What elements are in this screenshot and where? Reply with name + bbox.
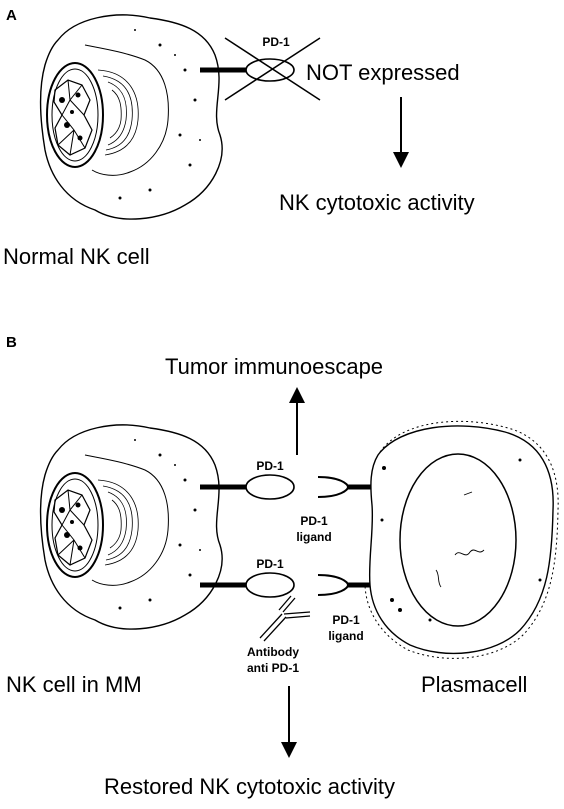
panel-b-letter: B (6, 334, 17, 351)
normal-nk-cell-drawing (39, 13, 224, 221)
antibody-label-line1: Antibody (247, 645, 299, 659)
tumor-immunoescape-label: Tumor immunoescape (165, 354, 383, 379)
nk-cell-in-mm-caption: NK cell in MM (6, 672, 142, 697)
plasma-cell-drawing (364, 420, 559, 659)
pd1-ligand-bottom-line2: ligand (328, 629, 363, 643)
antibody-label-line2: anti PD-1 (247, 661, 299, 675)
normal-nk-cell-caption: Normal NK cell (3, 244, 150, 269)
mm-nk-cell-drawing (39, 423, 224, 631)
not-expressed-label: NOT expressed (306, 60, 460, 85)
pd1-ligand-top-line2: ligand (296, 530, 331, 544)
plasmacell-caption: Plasmacell (421, 672, 527, 697)
pd1-ligand-top-cup (317, 476, 350, 498)
pd1-receptor-b-bottom (245, 572, 295, 598)
pd1-ligand-top-line1: PD-1 (300, 514, 328, 528)
antibody-icon (259, 595, 311, 642)
panel-a-letter: A (6, 7, 17, 24)
cross-line-2 (224, 37, 321, 101)
pd1-label-a: PD-1 (262, 35, 290, 49)
pd1-receptor-b-top (245, 474, 295, 500)
pd1-label-b-top: PD-1 (256, 459, 284, 473)
pd1-ligand-bottom-cup (317, 574, 350, 596)
nk-cytotoxic-activity-label: NK cytotoxic activity (279, 190, 475, 215)
pd1-label-b-bottom: PD-1 (256, 557, 284, 571)
restored-nk-cytotoxic-activity-label: Restored NK cytotoxic activity (104, 774, 395, 799)
pd1-ligand-bottom-line1: PD-1 (332, 613, 360, 627)
